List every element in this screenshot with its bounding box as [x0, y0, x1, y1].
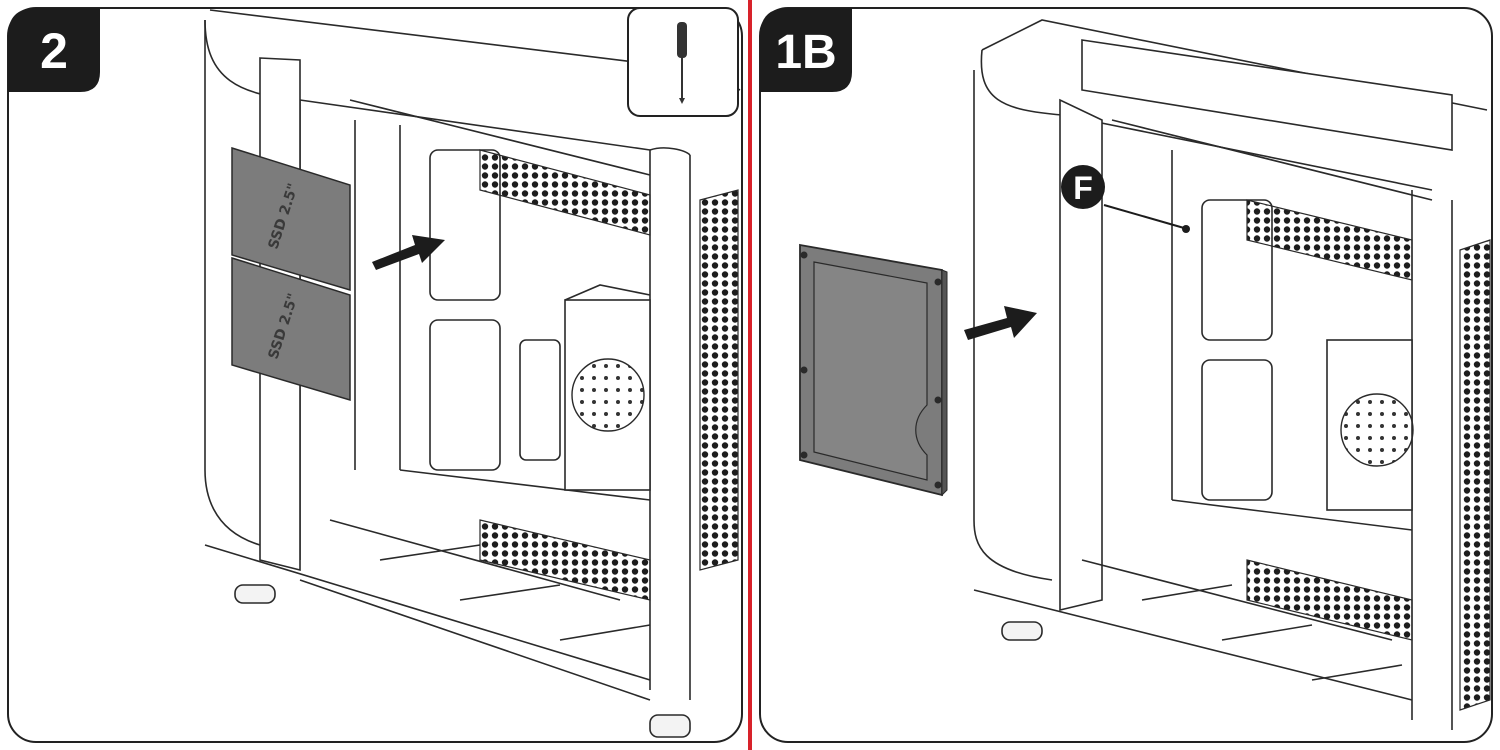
bottom-grill: [1246, 559, 1413, 641]
insert-arrow: [964, 306, 1037, 340]
insert-arrow: [372, 235, 445, 270]
ssd-drive-1: SSD 2.5": [231, 146, 351, 292]
step-1b-panel: F 1B: [752, 0, 1500, 750]
step-2-panel: SSD 2.5" SSD 2.5" 2: [0, 0, 748, 750]
step-number: 2: [40, 23, 68, 79]
screwdriver-icon: [677, 22, 687, 104]
step-badge: [760, 8, 852, 92]
callout-leader: [1103, 204, 1185, 229]
step-badge: [8, 8, 100, 92]
tool-box: [627, 7, 739, 117]
bottom-grill: [479, 519, 651, 601]
step-2-illustration: SSD 2.5" SSD 2.5" 2: [7, 7, 743, 743]
hdd-3.5-icon: [799, 243, 948, 497]
psu-fan: [571, 358, 645, 432]
step-1b-illustration: F 1B: [759, 7, 1493, 743]
ssd-drive-2: SSD 2.5": [231, 256, 351, 402]
top-grill: [1246, 199, 1413, 281]
panel-frame: [759, 7, 1493, 743]
step-number: 1B: [775, 26, 836, 79]
psu-fan: [1340, 393, 1414, 467]
top-grill: [479, 149, 651, 236]
front-grill: [1459, 239, 1491, 711]
callout-label: F: [1073, 170, 1093, 206]
callout-badge: [1061, 165, 1105, 209]
callout-target: [1182, 225, 1190, 233]
front-grill: [699, 189, 739, 571]
panel-divider: [748, 0, 752, 750]
